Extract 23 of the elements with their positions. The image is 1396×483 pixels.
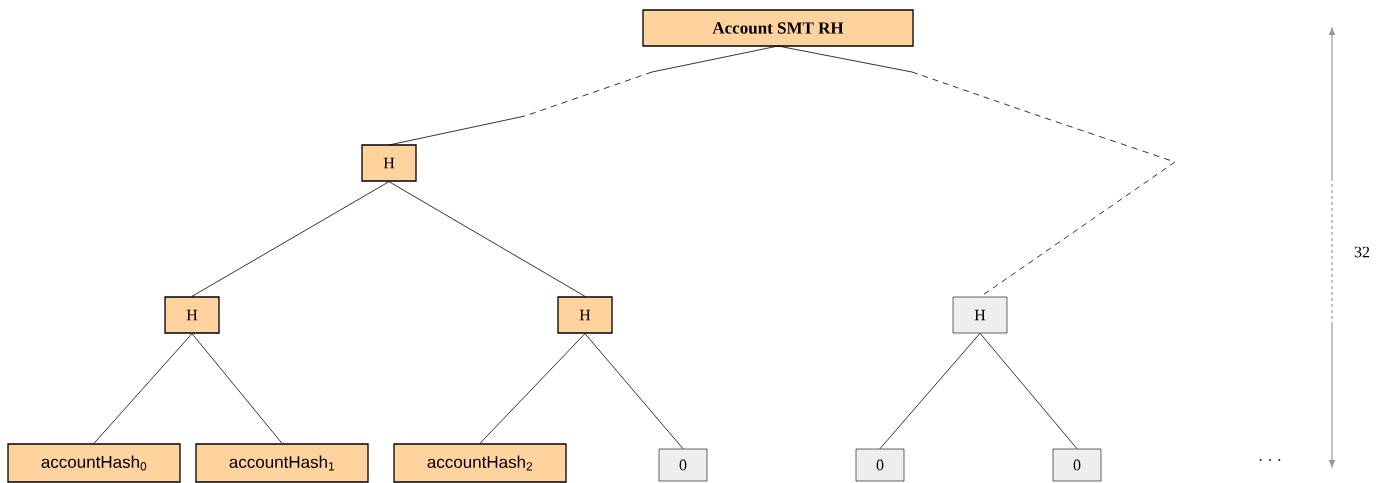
edge-line — [584, 333, 684, 450]
zero-box: 0 — [1052, 448, 1102, 482]
hash-box: H — [557, 296, 613, 334]
edge-line — [879, 332, 981, 450]
root-box: Account SMT RH — [642, 9, 914, 47]
zero-box: 0 — [658, 448, 708, 482]
edge-line — [479, 333, 586, 444]
hash-box: H — [952, 296, 1008, 334]
edge-line — [191, 181, 390, 297]
edge-line — [777, 45, 1176, 298]
edge-line — [388, 45, 779, 146]
hash-box: H — [361, 144, 417, 182]
leaf-box: accountHash$_{0}$ — [7, 443, 181, 483]
dimension-label: 32 — [1354, 246, 1370, 258]
leaf-box: accountHash$_{1}$ — [195, 443, 369, 483]
hash-box: H — [164, 296, 220, 334]
edge-line — [191, 333, 283, 444]
ellipsis: · · · — [1259, 458, 1281, 461]
leaf-box: accountHash$_{2}$ — [393, 443, 567, 483]
zero-box: 0 — [855, 448, 905, 482]
edge-line — [93, 333, 193, 444]
edge-line — [388, 181, 586, 297]
edge-line — [979, 332, 1078, 450]
